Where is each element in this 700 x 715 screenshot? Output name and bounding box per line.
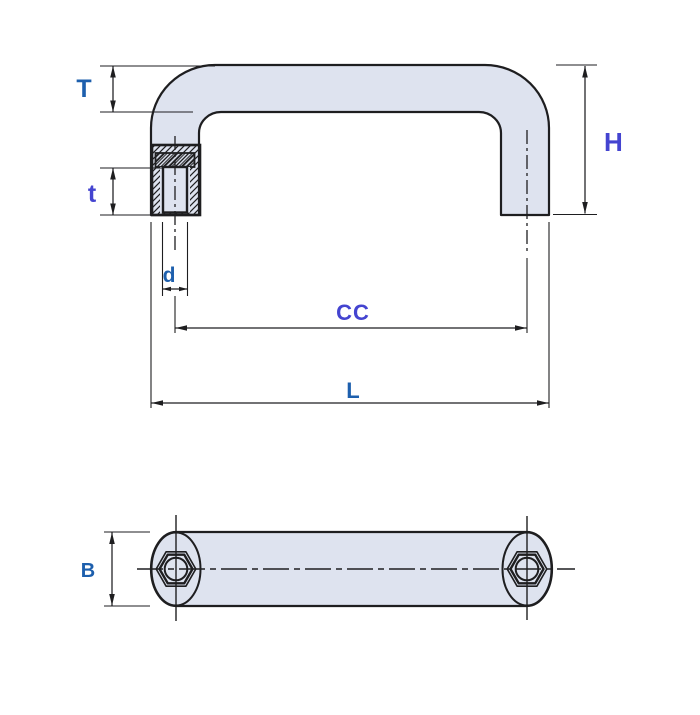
dimension-T: T (76, 65, 215, 113)
dim-label-T: T (76, 75, 91, 103)
dimension-d: d (161, 222, 189, 296)
bottom-view (137, 515, 575, 621)
front-view (149, 63, 551, 252)
dimension-B: B (81, 531, 150, 607)
handle-outline (149, 63, 551, 217)
dim-label-B: B (81, 560, 95, 582)
dim-label-H: H (604, 127, 623, 157)
dimension-t: t (88, 167, 163, 216)
dimension-CC: CC (174, 258, 528, 333)
dimension-L: L (150, 222, 550, 408)
dim-label-t: t (88, 180, 97, 208)
cross-section (150, 136, 202, 250)
dimension-H: H (553, 64, 623, 216)
dim-label-d: d (163, 264, 176, 287)
dim-label-CC: CC (336, 300, 370, 325)
dim-label-L: L (346, 378, 359, 403)
